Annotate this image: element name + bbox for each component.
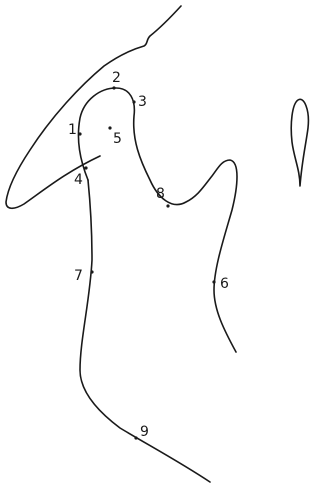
landmark-label-8: 8 (156, 186, 165, 202)
landmark-label-9: 9 (140, 424, 149, 440)
landmark-point-4 (84, 166, 87, 169)
landmark-point-1 (78, 132, 81, 135)
landmark-label-3: 3 (138, 94, 147, 110)
landmark-point-6 (212, 280, 215, 283)
landmark-point-5 (108, 126, 111, 129)
landmark-point-7 (90, 270, 93, 273)
landmark-label-5: 5 (113, 131, 122, 147)
landmark-point-9 (134, 436, 137, 439)
landmark-point-8 (166, 204, 169, 207)
landmark-label-4: 4 (74, 172, 83, 188)
diagonal-contour-line (6, 6, 181, 208)
landmark-point-3 (132, 100, 135, 103)
landmark-point-2 (112, 86, 115, 89)
landmark-label-6: 6 (220, 276, 229, 292)
landmark-label-7: 7 (74, 268, 83, 284)
landmark-label-2: 2 (112, 70, 121, 86)
landmark-label-1: 1 (68, 122, 77, 138)
isolated-loop-shape (291, 99, 308, 186)
body-outline (78, 88, 237, 352)
